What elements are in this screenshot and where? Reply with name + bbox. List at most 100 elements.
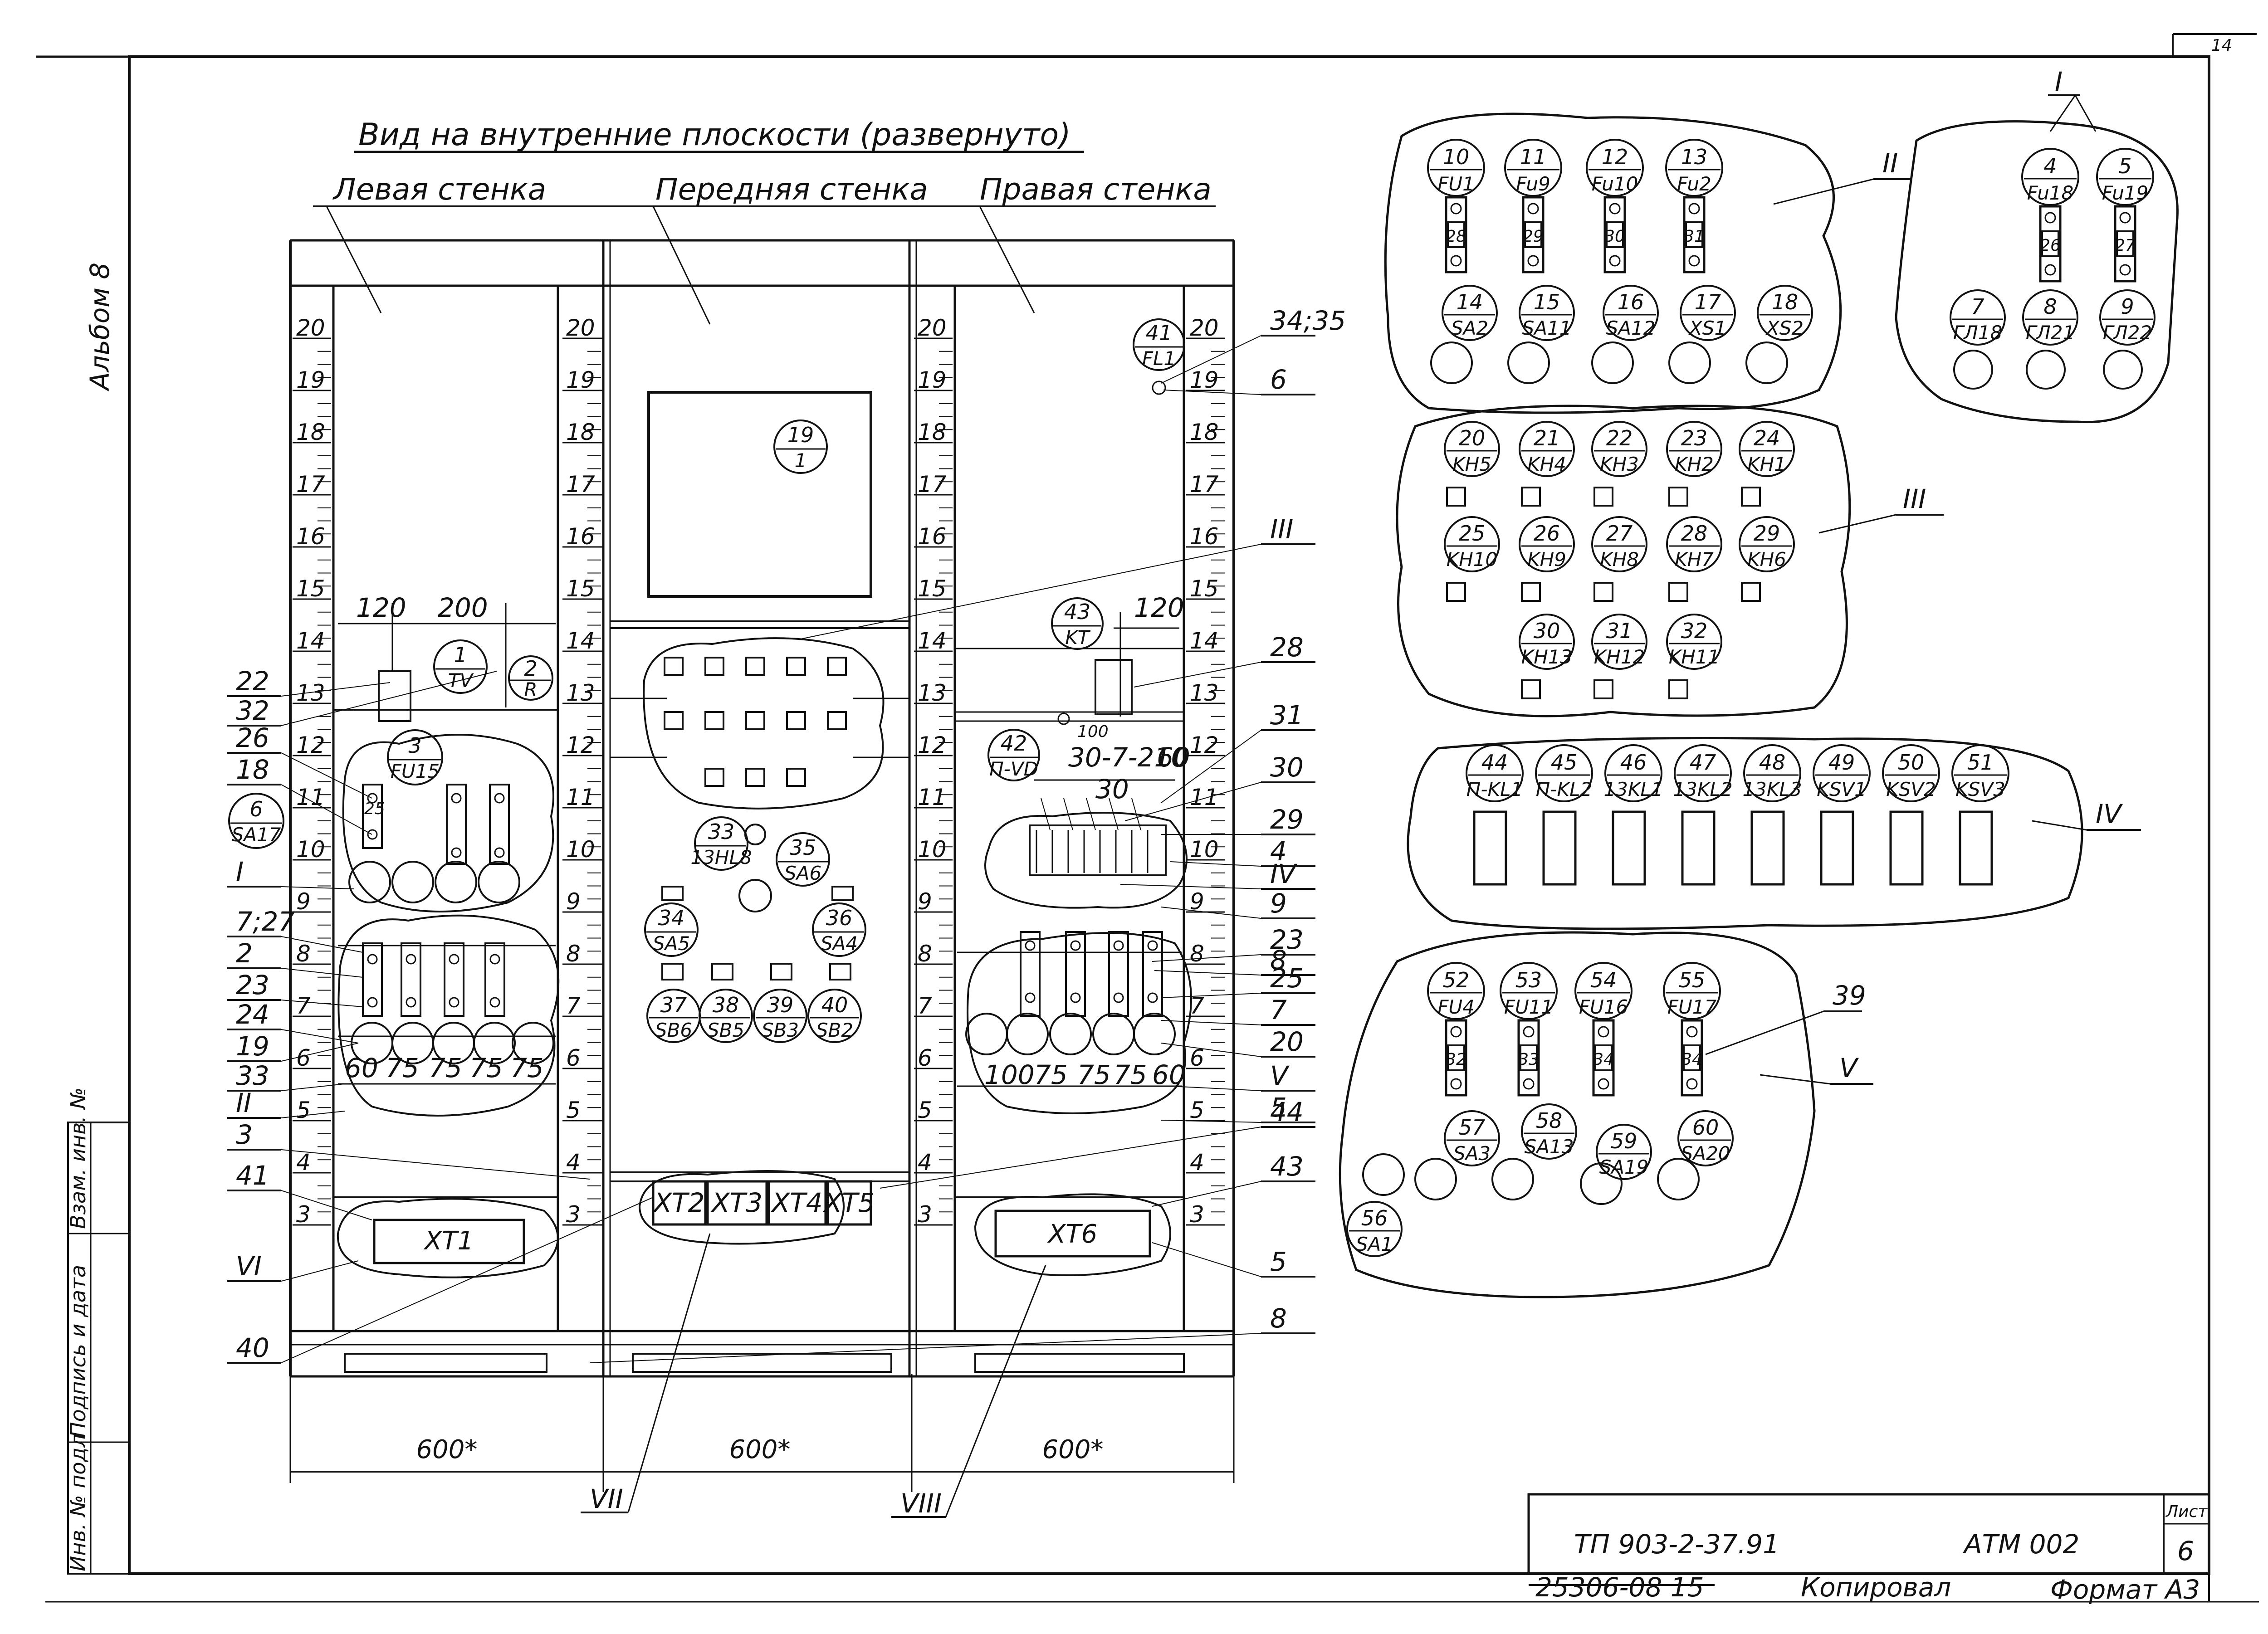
d1-dev-tag-8-bottom: ГЛ21 bbox=[2026, 322, 2075, 344]
tag-34-top: 34 bbox=[658, 906, 685, 930]
d5-dev-tag-59-top: 59 bbox=[1611, 1129, 1637, 1153]
d3-r2-25-bottom: KH10 bbox=[1447, 548, 1498, 571]
tag-3-top: 3 bbox=[408, 733, 421, 758]
right-dim-30: 30 bbox=[1095, 774, 1129, 805]
right-spacing-75c: 75 bbox=[1114, 1059, 1147, 1090]
left-callout-7: 23 bbox=[236, 970, 269, 1000]
detail-III-items: 20KH521KH422KH323KH224KH125KH1026KH927KH… bbox=[1444, 421, 1795, 699]
front-key-r3-1 bbox=[745, 768, 765, 787]
front-key-r3-0 bbox=[704, 768, 724, 787]
scale-left-inner-label-17: 17 bbox=[566, 471, 595, 498]
scale-left-inner-label-9: 9 bbox=[566, 888, 581, 915]
tag-38-SB5-bottom: SB5 bbox=[707, 1019, 744, 1041]
right-wall: 41 FL1 43 KT 120 100 30-7-210 60 42 П-VD… bbox=[957, 318, 1192, 1276]
wall-scales: 2019181716151413121110987654320191817161… bbox=[293, 315, 1225, 1228]
tag-34-SA5: 34 SA5 bbox=[644, 902, 699, 957]
tag-39-SB3-top: 39 bbox=[767, 993, 794, 1017]
stamp-sheet-label: Лист bbox=[2165, 1502, 2208, 1521]
d2-fuse-12: 30 bbox=[1603, 196, 1626, 273]
d5-dev-circle-0 bbox=[1362, 1153, 1405, 1196]
terminal-XT1: XT1 bbox=[423, 1226, 474, 1256]
left-callout-4: I bbox=[236, 856, 244, 887]
d3-r3-32-lamp bbox=[1668, 679, 1688, 699]
scale-left-inner-label-8: 8 bbox=[566, 941, 581, 967]
d3-r2-27-lamp bbox=[1593, 582, 1613, 602]
d4-relay-tag-47-bottom: 13KL2 bbox=[1673, 778, 1732, 800]
d2-fuse-tag-13-top: 13 bbox=[1681, 145, 1708, 169]
tag-42-bottom: П-VD bbox=[989, 758, 1038, 780]
d2-fuse-13: 31 bbox=[1683, 196, 1706, 273]
right-callout-4: 31 bbox=[1270, 700, 1304, 731]
d5-dev-tag-57-top: 57 bbox=[1459, 1115, 1486, 1140]
scale-right-inner-label-13: 13 bbox=[1190, 680, 1219, 706]
right-dim-30-7-210: 30-7-210 bbox=[1068, 742, 1188, 773]
d4-relay-tag-46-bottom: 13KL1 bbox=[1603, 778, 1663, 800]
left-spacing-75c: 75 bbox=[469, 1053, 503, 1083]
scale-left-outer-label-6: 6 bbox=[296, 1045, 311, 1071]
d3-r3-30-top: 30 bbox=[1534, 619, 1560, 643]
scale-right-inner-label-19: 19 bbox=[1190, 367, 1219, 393]
terminal-XT3-box bbox=[706, 1180, 768, 1226]
scale-left-inner-label-4: 4 bbox=[566, 1149, 581, 1176]
terminal-XT4-box bbox=[767, 1180, 827, 1226]
left-spacing-60: 60 bbox=[345, 1053, 378, 1083]
detail-V-items: 52FU43253FU113354FU163455FU173457SA358SA… bbox=[1346, 962, 1734, 1257]
scale-left-outer-label-12: 12 bbox=[296, 732, 325, 758]
tag-36-bottom: SA4 bbox=[821, 932, 858, 955]
side-field-sign: Подпись и дата bbox=[66, 1265, 90, 1438]
scale-right-inner-label-6: 6 bbox=[1190, 1045, 1204, 1071]
d5-dev-circle-4 bbox=[1657, 1158, 1700, 1200]
scale-left-inner-label-18: 18 bbox=[566, 419, 595, 445]
relay-strips bbox=[1036, 798, 1149, 873]
left-callout-14: VI bbox=[236, 1251, 262, 1282]
right-callout-19: 5 bbox=[1270, 1246, 1287, 1277]
d3-r1-20-bottom: KH5 bbox=[1452, 453, 1491, 475]
scale-left-outer-label-8: 8 bbox=[296, 941, 311, 967]
d1-dev-tag-8-top: 8 bbox=[2043, 294, 2057, 319]
tag-40-SB2-bottom: SB2 bbox=[816, 1019, 853, 1041]
d5-dev-circle-2 bbox=[1491, 1158, 1534, 1200]
d4-relay-tag-45-top: 45 bbox=[1551, 750, 1578, 775]
drawing-title: Вид на внутренние плоскости (развернуто) bbox=[358, 117, 1071, 153]
tag-1-top: 1 bbox=[454, 643, 467, 667]
right-callout-3: 28 bbox=[1270, 632, 1304, 663]
d3-r1-23-top: 23 bbox=[1681, 426, 1708, 450]
d2-dev-tag-15-bottom: SA11 bbox=[1522, 317, 1572, 339]
tag-35-bottom: SA6 bbox=[784, 862, 821, 884]
front-key-r1-0 bbox=[664, 657, 684, 676]
left-callout-6: 2 bbox=[236, 938, 253, 969]
d4-relay-tag-46-top: 46 bbox=[1620, 750, 1647, 775]
scale-right-inner-label-4: 4 bbox=[1190, 1149, 1204, 1176]
d4-relay-48 bbox=[1750, 810, 1785, 886]
d3-r2-27-bottom: KH8 bbox=[1600, 548, 1639, 571]
tag-19-bottom: 1 bbox=[795, 449, 807, 472]
d4-relay-45 bbox=[1542, 810, 1577, 886]
left-callout-2: 26 bbox=[236, 722, 269, 753]
scale-front-right-label-4: 4 bbox=[918, 1149, 932, 1176]
scale-front-right-label-10: 10 bbox=[918, 836, 947, 863]
d2-fuse-11-inner: 29 bbox=[1523, 227, 1544, 246]
right-dim-100: 100 bbox=[1077, 722, 1109, 741]
terminal-XT3: XT3 bbox=[710, 1187, 763, 1218]
left-callout-8: 24 bbox=[236, 999, 269, 1030]
tag-43-bottom: KT bbox=[1065, 626, 1091, 649]
scale-front-right-label-7: 7 bbox=[918, 993, 932, 1019]
d5-dev-tag-58-top: 58 bbox=[1536, 1108, 1563, 1133]
right-spacing-100: 100 bbox=[984, 1059, 1035, 1090]
d3-r2-25-lamp bbox=[1446, 582, 1466, 602]
d3-r2-29-top: 29 bbox=[1754, 521, 1780, 546]
d4-relay-tag-45-bottom: П-KL2 bbox=[1536, 778, 1592, 800]
